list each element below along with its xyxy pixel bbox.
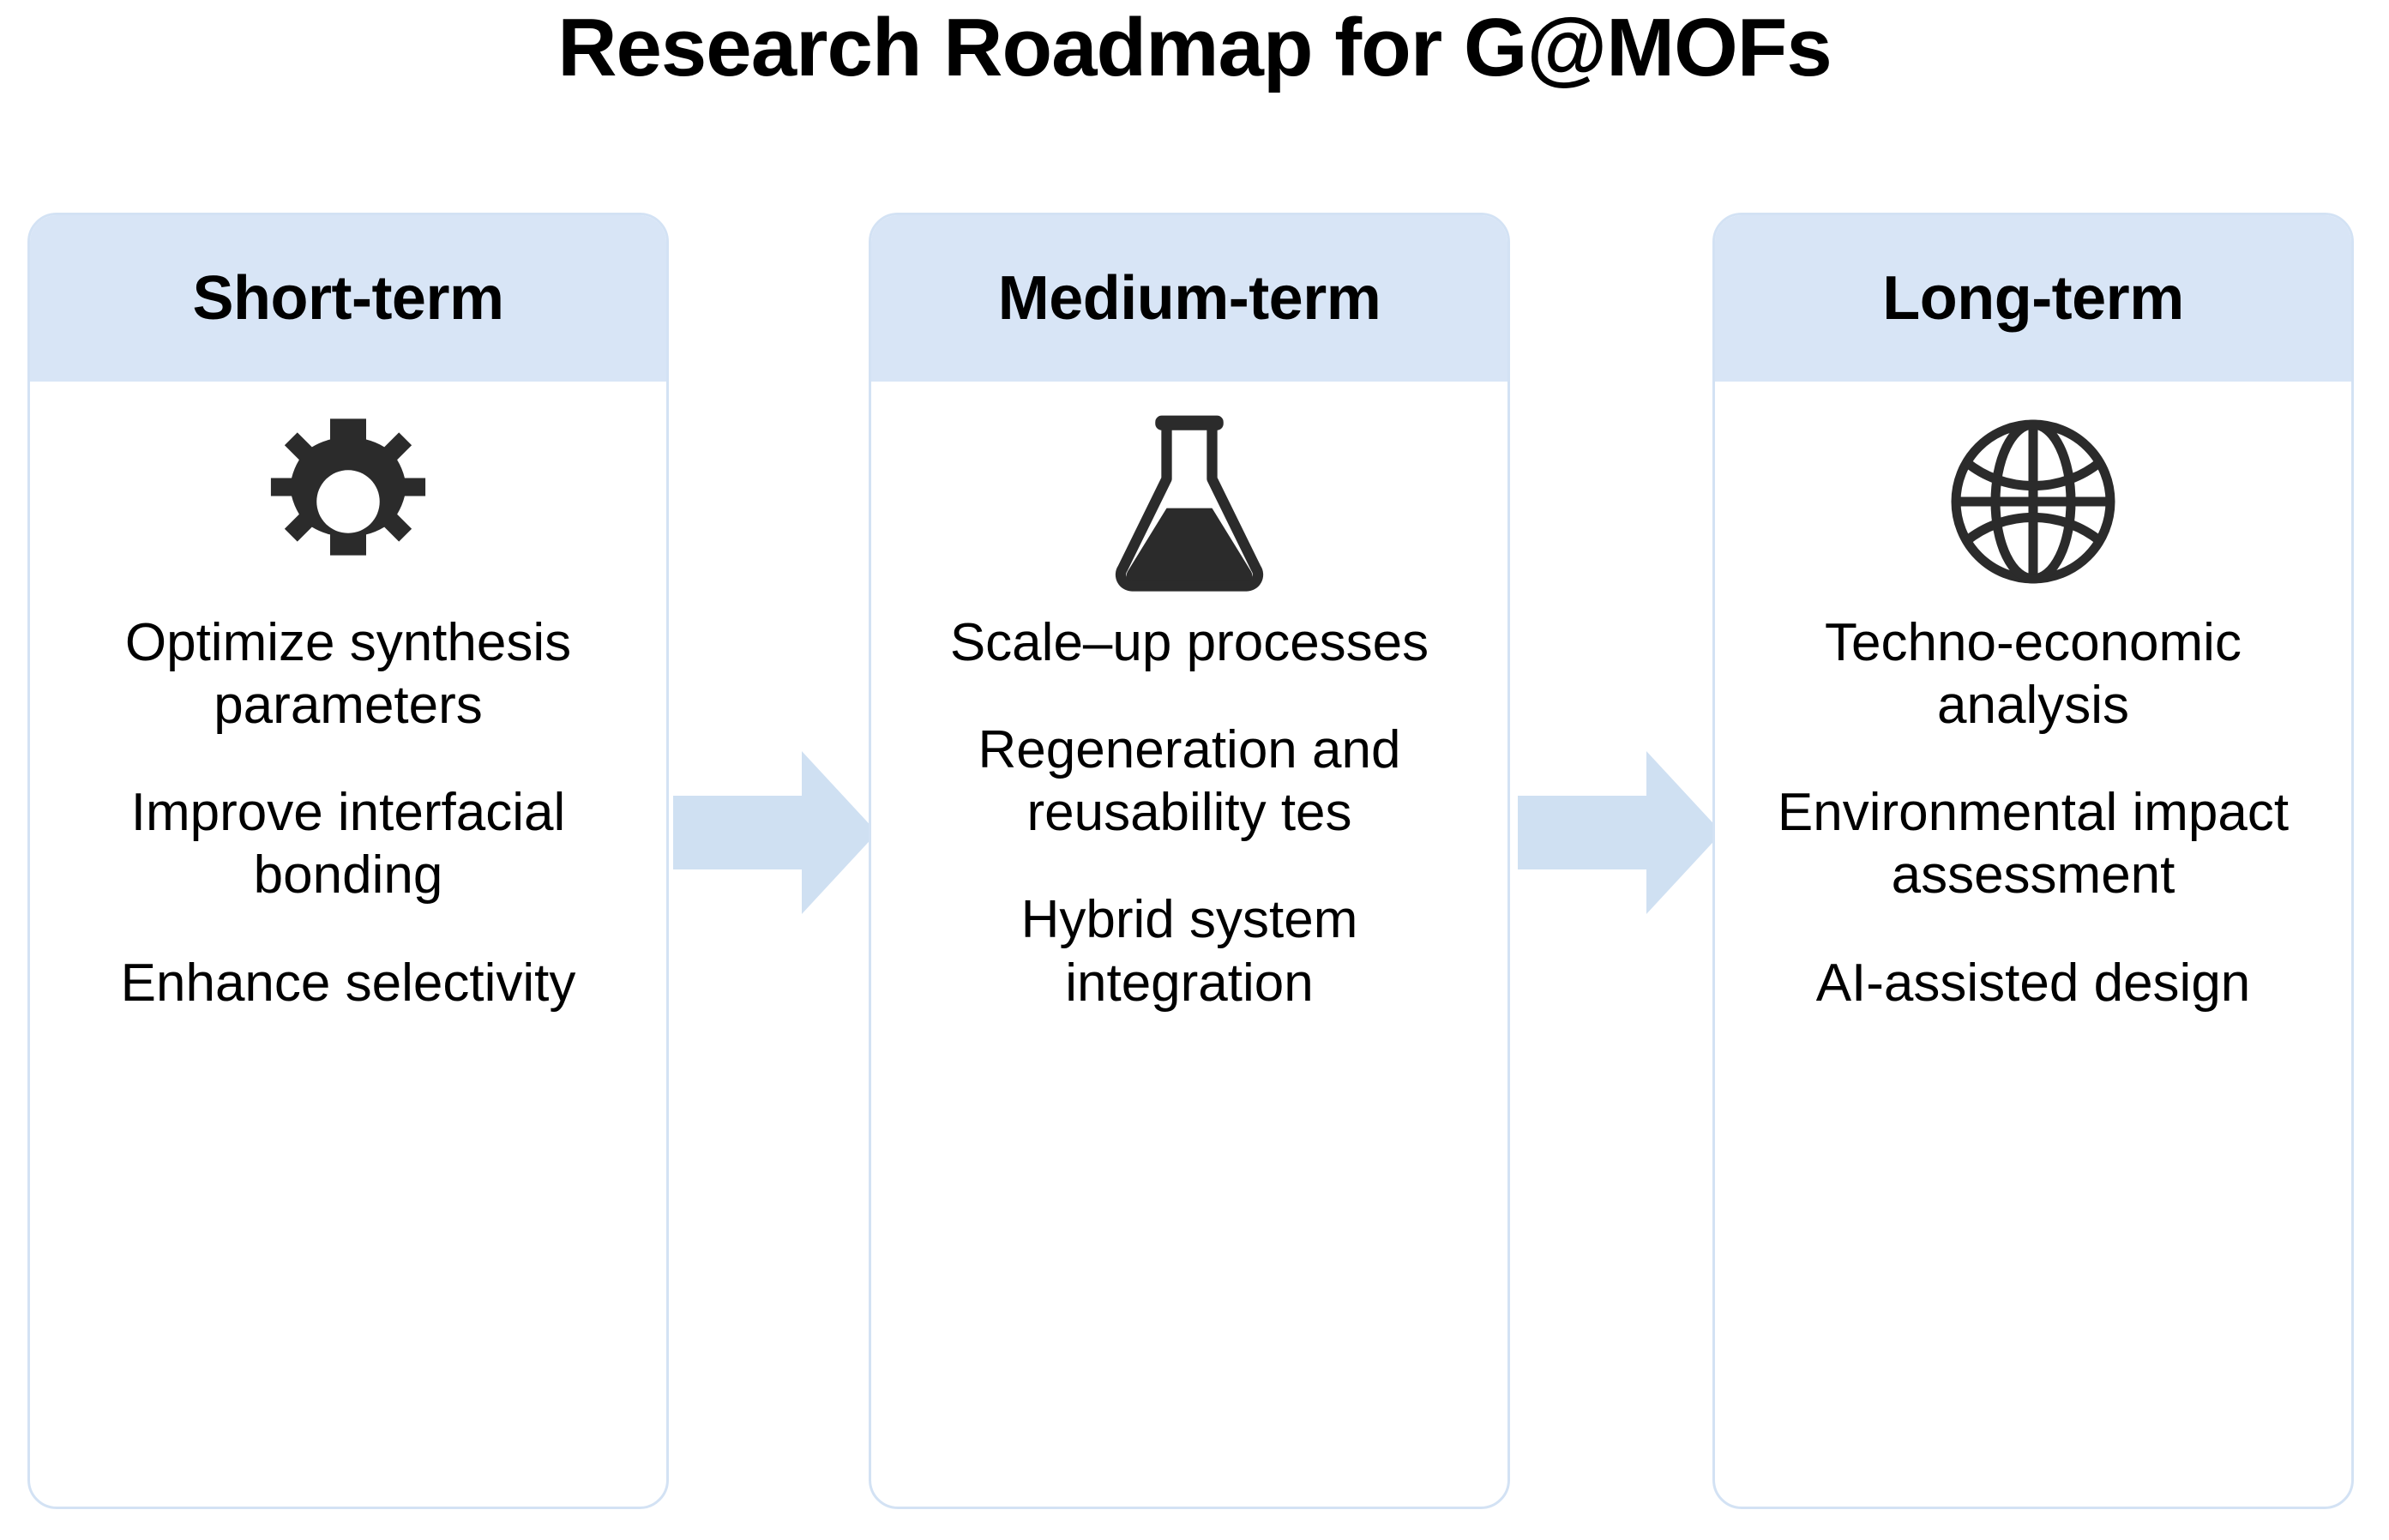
list-item: Enhance selectivity <box>120 953 576 1013</box>
gear-icon <box>254 411 442 593</box>
page-title: Research Roadmap for G@MOFs <box>557 2 1832 93</box>
arrow-short-to-medium <box>673 751 877 914</box>
list-item: Techno-economic analysis <box>1825 613 2242 736</box>
list-item: Regeneration and reusability tes <box>978 720 1401 843</box>
list-item: Improve interfacial bonding <box>130 783 566 905</box>
card-header-label: Long-term <box>1882 264 2184 333</box>
card-header-label: Short-term <box>192 264 504 333</box>
roadmap-card-long-term: Long-term Techno-economic analysis Envir… <box>1712 213 2354 1509</box>
card-header-label: Medium-term <box>997 264 1381 333</box>
card-header-medium-term: Medium-term <box>871 215 1507 382</box>
card-header-long-term: Long-term <box>1715 215 2351 382</box>
flask-icon <box>1095 411 1284 593</box>
list-item: Scale–up processes <box>949 613 1429 672</box>
card-items-long-term: Techno-economic analysis Environmental i… <box>1715 593 2351 1507</box>
list-item: Environmental impact assessment <box>1777 783 2290 905</box>
card-items-medium-term: Scale–up processes Regeneration and reus… <box>871 593 1507 1507</box>
globe-icon <box>1939 411 2127 593</box>
list-item: AI-assisted design <box>1815 953 2251 1013</box>
card-items-short-term: Optimize synthesis parameters Improve in… <box>30 593 666 1507</box>
card-header-short-term: Short-term <box>30 215 666 382</box>
list-item: Optimize synthesis parameters <box>124 613 572 736</box>
arrow-medium-to-long <box>1518 751 1722 914</box>
roadmap-card-medium-term: Medium-term Scale–up processes Regenerat… <box>869 213 1510 1509</box>
roadmap-card-short-term: Short-term Optimize synthesis parameters… <box>27 213 669 1509</box>
list-item: Hybrid system integration <box>1020 890 1358 1013</box>
